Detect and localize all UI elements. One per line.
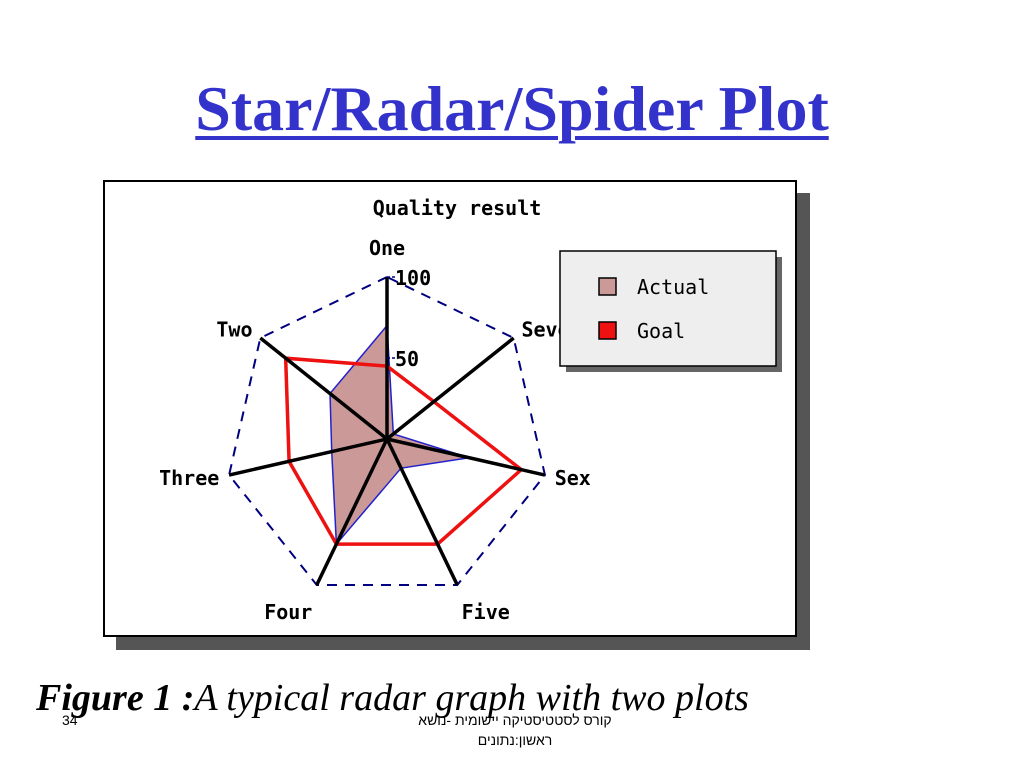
figure-caption-text: A typical radar graph with two plots bbox=[194, 677, 749, 719]
legend-box bbox=[559, 250, 777, 367]
axis-spoke-five bbox=[385, 438, 459, 586]
footer-line-2: ראשון:נתונים bbox=[477, 732, 553, 748]
radar-grid-outer bbox=[227, 275, 547, 586]
axis-label-two: Two bbox=[216, 317, 252, 341]
page-number: 34 bbox=[62, 712, 78, 728]
radial-tick-label-100: 100 bbox=[395, 266, 431, 290]
radar-grid bbox=[227, 275, 547, 586]
legend-swatch-actual bbox=[598, 277, 617, 296]
radar-series bbox=[283, 323, 524, 547]
series-actual-polygon bbox=[329, 323, 470, 547]
axis-label-one: One bbox=[369, 236, 405, 260]
axis-spoke-sex bbox=[386, 437, 546, 477]
footer-line-1: קורס לסטטיסטיקה יישומית -נושא bbox=[418, 712, 612, 728]
axis-label-sex: Sex bbox=[555, 466, 591, 490]
chart-title: Quality result bbox=[373, 196, 542, 220]
legend-swatch-goal bbox=[598, 321, 617, 340]
legend-label-goal: Goal bbox=[637, 319, 685, 343]
axis-spoke-two bbox=[259, 336, 389, 441]
axis-spoke-four bbox=[315, 438, 389, 586]
legend-label-actual: Actual bbox=[637, 275, 709, 299]
figure-caption: Figure 1 :A typical radar graph with two… bbox=[36, 676, 749, 720]
radar-axes bbox=[228, 277, 546, 586]
axis-spoke-seven bbox=[385, 336, 515, 441]
axis-label-three: Three bbox=[159, 466, 219, 490]
slide-title: Star/Radar/Spider Plot bbox=[195, 73, 829, 144]
radial-tick-label-50: 50 bbox=[395, 347, 419, 371]
figure-caption-label: Figure 1 : bbox=[36, 677, 195, 719]
axis-label-five: Five bbox=[462, 600, 510, 624]
axis-spoke-three bbox=[228, 437, 388, 477]
slide-footer: קורס לסטטיסטיקה יישומית -נושא ראשון:נתונ… bbox=[370, 710, 660, 750]
axis-label-four: Four bbox=[264, 600, 312, 624]
series-goal-polygon bbox=[283, 356, 524, 546]
legend: Actual Goal bbox=[559, 250, 782, 372]
